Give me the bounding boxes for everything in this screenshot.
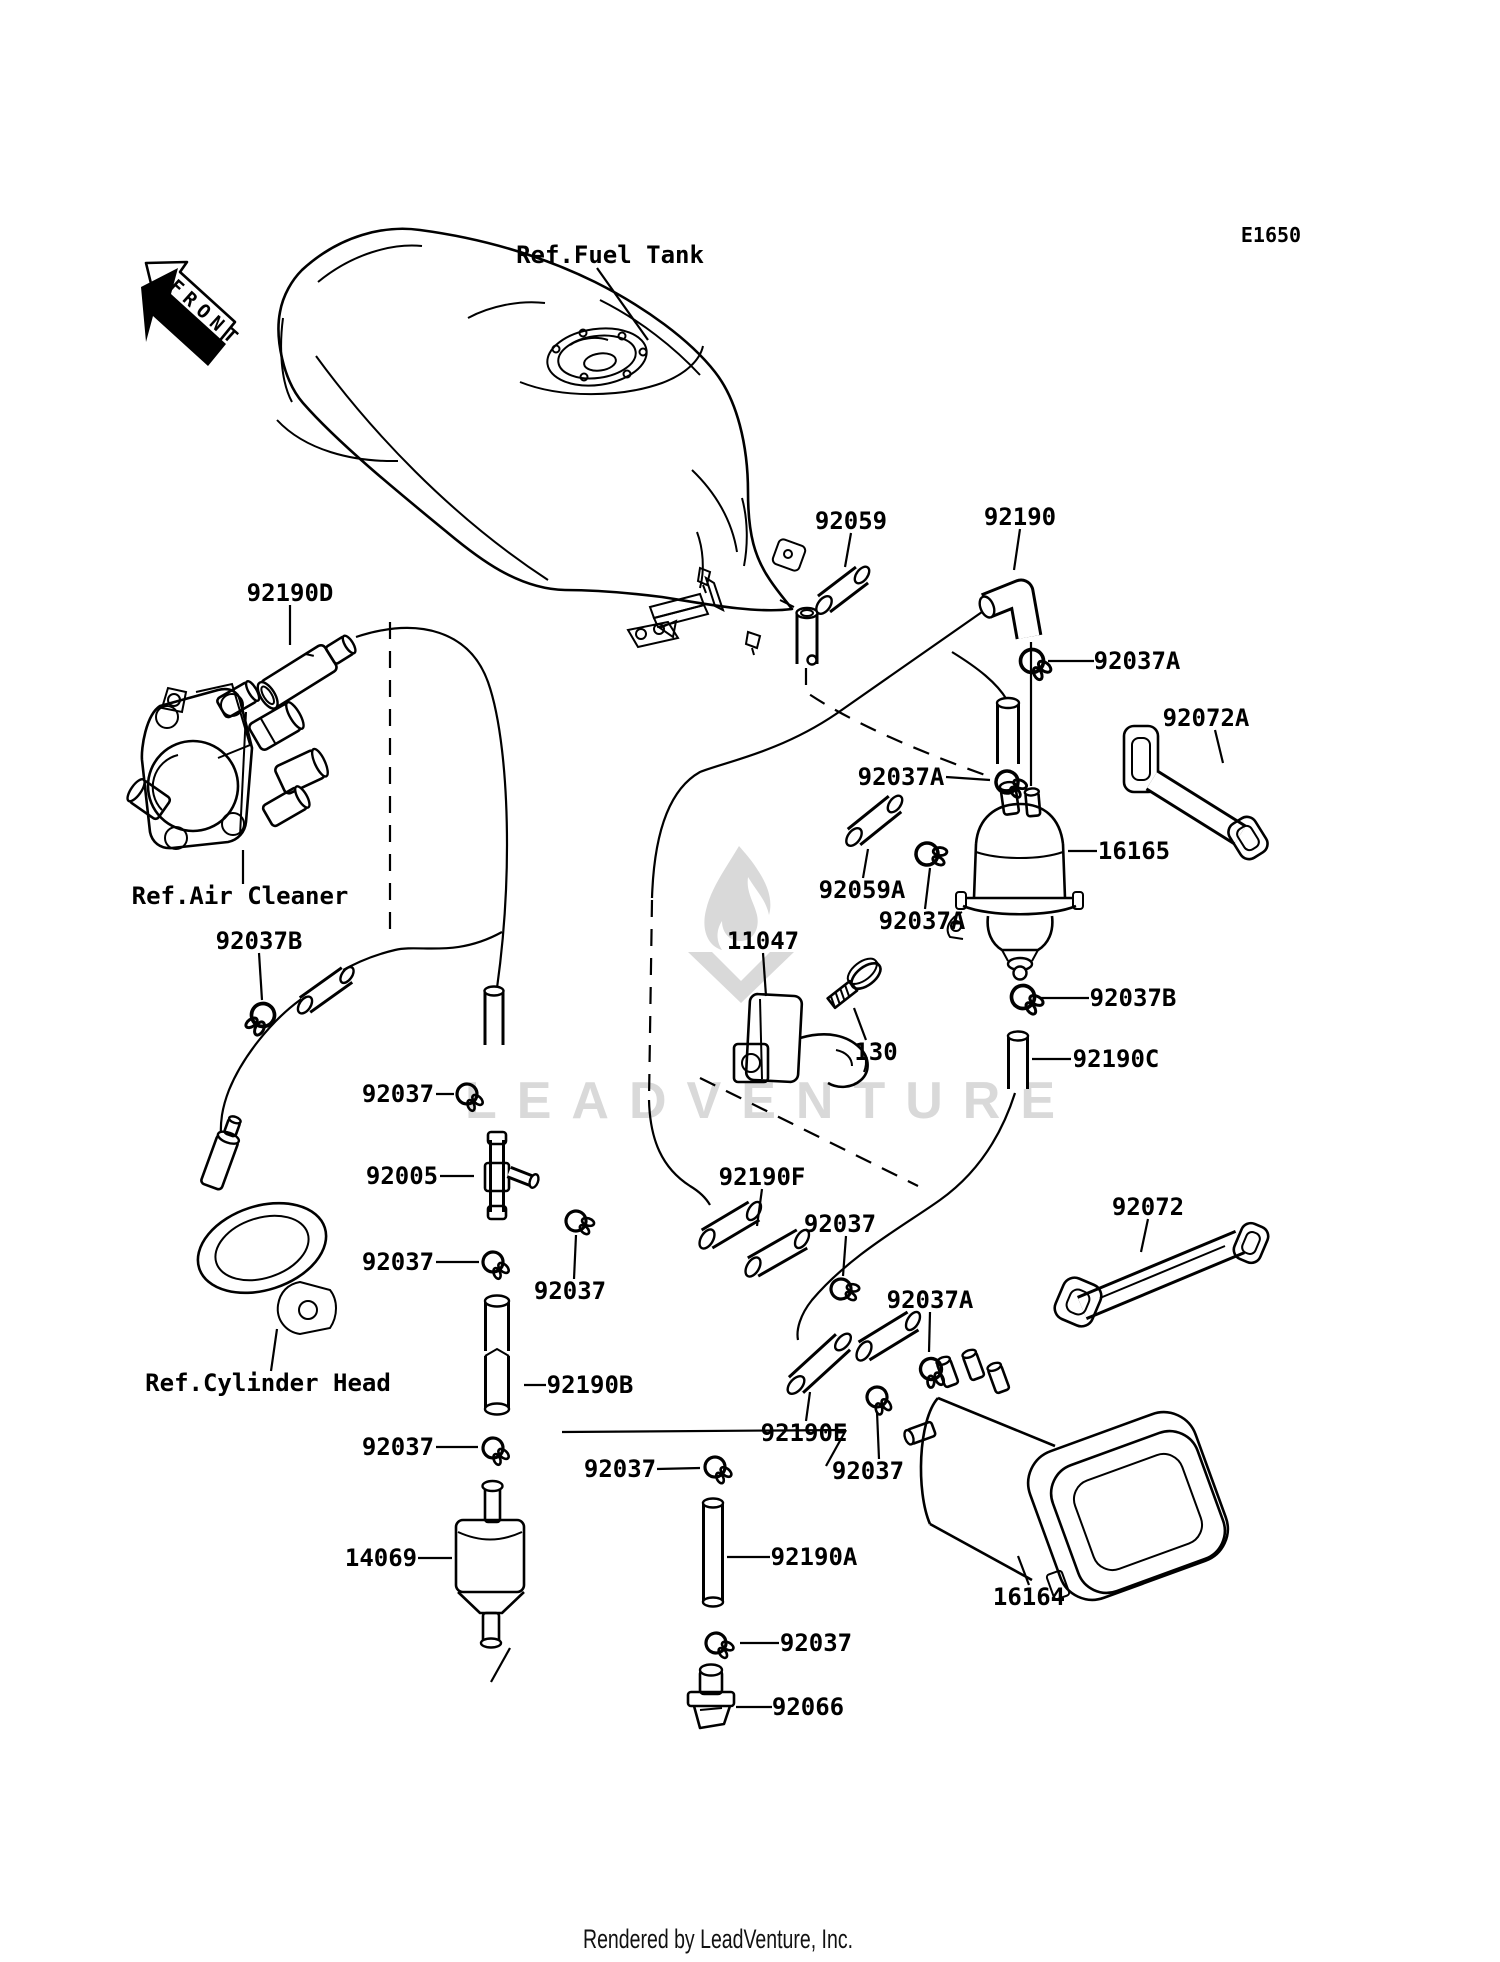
hose-92190-elbow [978,578,1043,640]
label-92037-l[interactable]: 92037 [780,1629,852,1657]
label-92037-k-leader [875,1411,881,1460]
label-92066[interactable]: 92066 [772,1693,844,1721]
hose-92190c [1006,1030,1030,1089]
label-92037-c[interactable]: 92037 [362,1248,434,1276]
hose-92059 [815,565,871,615]
label-92005[interactable]: 92005 [366,1162,438,1190]
label-92037a-1[interactable]: 92037A [1094,647,1181,675]
label-92037-i-leader [656,1466,701,1471]
hose-92190b [483,1294,511,1416]
plug-92066 [686,1663,736,1730]
watermark-v-icon [688,952,794,1003]
label-92037-k[interactable]: 92037 [832,1457,904,1485]
hose-mid-vertical [995,696,1021,764]
fuel-tank-drawing [276,227,807,612]
fuel-tap-drawing [626,566,819,666]
ref-cylinder-head[interactable]: Ref.Cylinder Head [145,1369,391,1397]
ref-fuel-tank-leader [596,267,649,341]
label-92059-leader [843,532,853,568]
bracket-11047 [732,957,882,1089]
label-130-leader [852,1007,868,1041]
label-92190a[interactable]: 92190A [771,1543,858,1571]
label-92059[interactable]: 92059 [815,507,887,535]
label-16164-leader [1016,1555,1031,1586]
label-92037a-3[interactable]: 92037A [879,907,966,935]
strap-92072a [1122,724,1269,861]
label-92037b-2[interactable]: 92037B [1090,984,1177,1012]
label-92072a[interactable]: 92072A [1163,704,1250,732]
label-92072a-leader [1213,729,1225,764]
label-16164[interactable]: 16164 [993,1583,1065,1611]
fuel-filter-14069 [454,1479,526,1683]
label-92037-f-leader [841,1235,848,1277]
air-cleaner-valve-drawing [126,634,357,850]
label-92037-a[interactable]: 92037 [362,1080,434,1108]
cylinder-head-port-drawing [196,1115,337,1336]
t-fitting-92005 [483,1130,540,1221]
label-92037a-4-leader [927,1311,932,1353]
hose-above-t [483,985,505,1045]
strap-92072 [1053,1221,1270,1328]
label-92059a-leader [861,848,870,879]
diagram-code: E1650 [1241,223,1301,247]
bolt-130 [826,957,882,1010]
callouts-layer: Ref.Fuel Tank 92190D 92059 92190 92037A 92072… [132,241,1250,1721]
label-16165[interactable]: 16165 [1098,837,1170,865]
label-92037a-3-leader [923,867,932,910]
canister-16164 [903,1348,1230,1602]
cap-92190d [256,634,357,710]
label-11047-leader [761,952,768,997]
label-92037b-1[interactable]: 92037B [216,927,303,955]
label-92190d[interactable]: 92190D [247,579,334,607]
ref-fuel-tank[interactable]: Ref.Fuel Tank [516,241,704,269]
hose-chain-right [855,1310,922,1362]
label-92072-leader [1139,1218,1150,1253]
label-92190-leader [1012,528,1022,571]
label-92037-d-leader [572,1234,578,1280]
hose-92059a [845,794,904,847]
label-92190[interactable]: 92190 [984,503,1056,531]
label-92037-j[interactable]: 92037 [362,1433,434,1461]
hose-92190e [786,1332,853,1395]
label-92072[interactable]: 92072 [1112,1193,1184,1221]
ref-air-cleaner[interactable]: Ref.Air Cleaner [132,882,349,910]
label-92059a[interactable]: 92059A [819,876,906,904]
label-92190e[interactable]: 92190E [761,1419,848,1447]
hose-92190a [701,1497,725,1608]
label-92190c[interactable]: 92190C [1073,1045,1160,1073]
label-92190b[interactable]: 92190B [547,1371,634,1399]
label-92037-d[interactable]: 92037 [534,1277,606,1305]
label-130[interactable]: 130 [854,1038,897,1066]
label-11047[interactable]: 11047 [727,927,799,955]
label-92037-f[interactable]: 92037 [804,1210,876,1238]
label-92190f-leader [755,1188,764,1227]
label-92037a-4[interactable]: 92037A [887,1286,974,1314]
watermark-flame-icon [704,846,771,950]
label-92037-i[interactable]: 92037 [584,1455,656,1483]
label-92190f[interactable]: 92190F [719,1163,806,1191]
label-14069[interactable]: 14069 [345,1544,417,1572]
label-92037b-1-leader [257,952,264,1001]
label-92037a-2-leader [945,775,991,782]
label-92037a-2[interactable]: 92037A [858,763,945,791]
ref-cylinder-head-leader [269,1328,279,1372]
footer-text: Rendered by LeadVenture, Inc. [583,1924,853,1954]
label-92190e-leader [804,1391,812,1422]
hose-92190f-2 [744,1228,811,1278]
filler-cap [546,327,648,387]
hose-route-left [296,965,355,1015]
